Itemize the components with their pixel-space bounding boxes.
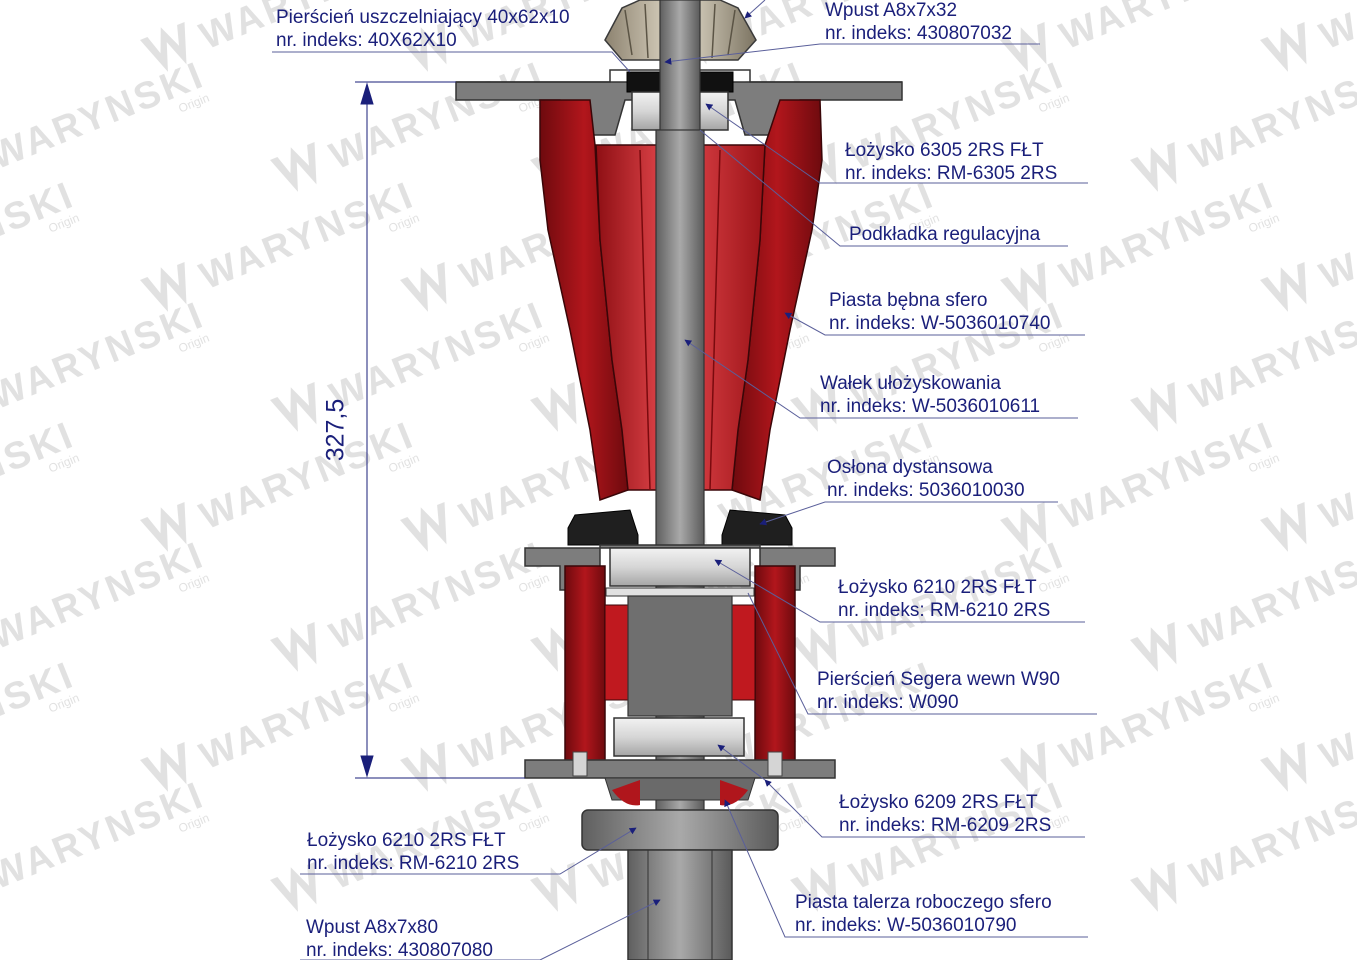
svg-text:WARYNSKI: WARYNSKI [324,54,551,178]
bearing-6210-upper-shape [609,547,751,587]
callout-spacer-cover: Osłona dystansowa nr. indeks: 5036010030 [827,456,1025,502]
leader-lines [272,0,1097,960]
callout-bearing-6305: Łożysko 6305 2RS FŁT nr. indeks: RM-6305… [845,139,1057,185]
callout-title: Wpust A8x7x80 [306,917,439,938]
callout-title: Osłona dystansowa [827,457,993,478]
callout-adjust-washer: Podkładka regulacyjna [849,223,1040,246]
svg-text:WARYNSKI: WARYNSKI [1054,654,1281,778]
callout-title: Łożysko 6305 2RS FŁT [845,140,1044,161]
callout-code: nr. indeks: 430807032 [825,23,1012,44]
callout-code: nr. indeks: W-5036010790 [795,915,1017,936]
svg-text:WARYNSKI: WARYNSKI [1054,0,1281,58]
svg-text:WARYNSKI: WARYNSKI [0,54,211,178]
callout-seal-ring: Pierścień uszczelniający 40x62x10 nr. in… [276,6,570,52]
svg-text:WARYNSKI: WARYNSKI [0,174,81,298]
svg-text:WARYNSKI: WARYNSKI [194,414,421,538]
callout-code: nr. indeks: 5036010030 [827,480,1025,501]
svg-text:WARYNSKI: WARYNSKI [0,294,211,418]
callout-title: Piasta bębna sfero [829,290,988,311]
svg-text:WARYNSKI: WARYNSKI [324,294,551,418]
lower-housing [524,544,836,779]
svg-text:WARYNSKI: WARYNSKI [0,534,211,658]
svg-text:WARYNSKI: WARYNSKI [0,654,81,778]
callout-key-bottom: Wpust A8x7x80 nr. indeks: 430807080 [306,916,493,960]
callout-drum-hub: Piasta bębna sfero nr. indeks: W-5036010… [829,289,1050,335]
callout-title: Pierścień Segera wewn W90 [817,669,1060,690]
svg-text:WARYNSKI: WARYNSKI [1314,174,1357,298]
callout-code: nr. indeks: RM-6209 2RS [839,815,1052,836]
svg-text:WARYNSKI: WARYNSKI [1054,414,1281,538]
callout-code: nr. indeks: 40X62X10 [276,30,457,51]
svg-text:WARYNSKI: WARYNSKI [0,0,81,58]
callout-title: Wpust A8x7x32 [825,0,958,21]
dimension-value: 327,5 [321,398,350,462]
callout-code: nr. indeks: W090 [817,692,959,713]
callout-code: nr. indeks: W-5036010740 [829,313,1051,334]
callout-title: Łożysko 6210 2RS FŁT [307,830,506,851]
callout-title: Łożysko 6210 2RS FŁT [838,577,1037,598]
callout-code: nr. indeks: 430807080 [306,940,493,960]
callout-bearing-6210-a: Łożysko 6210 2RS FŁT nr. indeks: RM-6210… [838,576,1050,622]
svg-text:WARYNSKI: WARYNSKI [1184,54,1357,178]
inner-sleeve-shape [627,595,733,717]
height-dimension [355,81,525,779]
callout-title: Piasta talerza roboczego sfero [795,892,1052,913]
callout-title: Łożysko 6209 2RS FŁT [839,792,1038,813]
svg-text:WARYNSKI: WARYNSKI [0,414,81,538]
svg-text:WARYNSKI: WARYNSKI [1314,0,1357,58]
svg-text:WARYNSKI: WARYNSKI [0,774,211,898]
callout-code: nr. indeks: W-5036010611 [820,396,1041,417]
callout-title: Pierścień uszczelniający 40x62x10 [276,7,570,28]
callout-code: nr. indeks: RM-6210 2RS [307,853,520,874]
callout-shaft: Wałek ułożyskowania nr. indeks: W-503601… [820,372,1040,418]
svg-text:WARYNSKI: WARYNSKI [1184,774,1357,898]
svg-text:WARYNSKI: WARYNSKI [1184,534,1357,658]
svg-text:WARYNSKI: WARYNSKI [194,174,421,298]
plate-hub-shape [581,777,779,960]
svg-text:WARYNSKI: WARYNSKI [1054,174,1281,298]
callout-plate-hub: Piasta talerza roboczego sfero nr. indek… [795,891,1052,937]
callout-code: nr. indeks: RM-6305 2RS [845,163,1058,184]
callout-code: nr. indeks: RM-6210 2RS [838,600,1051,621]
svg-text:WARYNSKI: WARYNSKI [324,534,551,658]
circlip-shape [605,587,755,597]
svg-text:WARYNSKI: WARYNSKI [1314,654,1357,778]
callout-title: Podkładka regulacyjna [849,224,1041,245]
callout-key-top: Wpust A8x7x32 nr. indeks: 430807032 [825,0,1012,45]
svg-text:WARYNSKI: WARYNSKI [1314,414,1357,538]
callout-bearing-6210-b: Łożysko 6210 2RS FŁT nr. indeks: RM-6210… [307,829,519,875]
svg-text:WARYNSKI: WARYNSKI [194,654,421,778]
callout-circlip: Pierścień Segera wewn W90 nr. indeks: W0… [817,668,1060,714]
callout-bearing-6209: Łożysko 6209 2RS FŁT nr. indeks: RM-6209… [839,791,1051,837]
callout-title: Wałek ułożyskowania [820,373,1001,394]
svg-text:WARYNSKI: WARYNSKI [1184,294,1357,418]
